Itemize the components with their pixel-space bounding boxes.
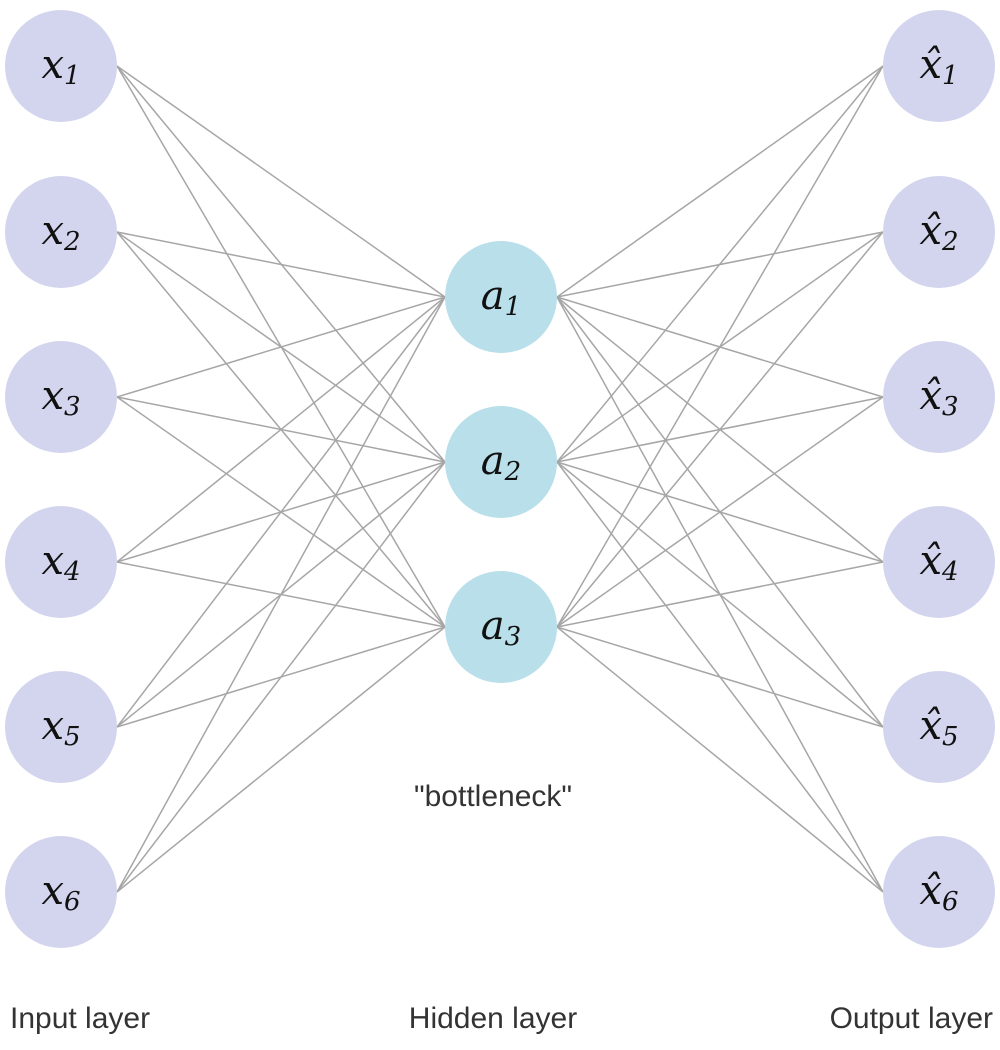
output-node-label: x̂2 <box>919 208 958 257</box>
output-node-2: x̂2 <box>883 176 995 288</box>
node-label-subscript: 4 <box>941 557 959 587</box>
output-node-5: x̂5 <box>883 671 995 783</box>
edge-hidden-1-output-1 <box>556 65 884 298</box>
connection-edges <box>116 65 884 893</box>
input-node-2: x2 <box>5 176 117 288</box>
hidden-node-3: a3 <box>445 571 557 683</box>
output-layer-caption: Output layer <box>830 1002 993 1035</box>
edge-input-6-hidden-1 <box>116 296 446 893</box>
input-layer-caption: Input layer <box>10 1002 150 1035</box>
node-label-subscript: 1 <box>505 292 522 322</box>
input-node-6: x6 <box>5 836 117 948</box>
node-label-base: x <box>41 868 64 914</box>
input-node-1: x1 <box>5 10 117 122</box>
edge-hidden-3-output-4 <box>556 561 884 628</box>
node-label-subscript: 5 <box>942 722 959 752</box>
output-node-label: x̂3 <box>919 373 958 422</box>
node-label-subscript: 6 <box>64 887 81 917</box>
output-node-label: x̂4 <box>919 538 958 587</box>
node-label-subscript: 2 <box>941 227 959 257</box>
node-label-subscript: 6 <box>942 887 959 917</box>
output-node-circle <box>883 176 995 288</box>
node-label-subscript: 5 <box>64 722 81 752</box>
edge-input-4-hidden-1 <box>116 296 446 563</box>
edge-hidden-3-output-5 <box>556 626 884 728</box>
node-label-base: a <box>481 438 505 484</box>
input-node-label: x4 <box>41 538 80 587</box>
hidden-node-circle <box>445 406 557 518</box>
output-node-6: x̂6 <box>883 836 995 948</box>
input-node-label: x6 <box>41 868 80 917</box>
edge-input-1-hidden-1 <box>116 65 446 298</box>
output-node-label: x̂6 <box>919 868 958 917</box>
node-label-subscript: 4 <box>63 557 81 587</box>
hidden-node-label: a3 <box>481 603 521 652</box>
node-label-subscript: 3 <box>942 392 959 422</box>
node-label-base: x̂ <box>919 373 942 419</box>
output-node-label: x̂5 <box>919 703 958 752</box>
output-node-3: x̂3 <box>883 341 995 453</box>
node-label-subscript: 2 <box>63 227 81 257</box>
input-node-circle <box>5 671 117 783</box>
output-node-circle <box>883 836 995 948</box>
input-node-label: x2 <box>41 208 80 257</box>
hidden-node-circle <box>445 571 557 683</box>
node-label-base: a <box>481 603 505 649</box>
node-label-subscript: 3 <box>505 622 522 652</box>
edge-hidden-3-output-1 <box>556 65 884 628</box>
node-label-base: x̂ <box>919 208 942 254</box>
input-node-5: x5 <box>5 671 117 783</box>
output-node-circle <box>883 10 995 122</box>
hidden-node-label: a2 <box>481 438 521 487</box>
node-label-base: x <box>41 703 64 749</box>
node-label-base: x̂ <box>919 42 942 88</box>
node-label-base: x <box>41 538 64 584</box>
edge-hidden-3-output-2 <box>556 231 884 628</box>
hidden-layer-caption: Hidden layer <box>409 1002 577 1035</box>
output-node-4: x̂4 <box>883 506 995 618</box>
bottleneck-label: "bottleneck" <box>414 780 572 813</box>
input-node-circle <box>5 836 117 948</box>
node-label-base: x <box>41 373 64 419</box>
input-node-circle <box>5 341 117 453</box>
input-node-circle <box>5 506 117 618</box>
edge-hidden-2-output-1 <box>556 65 884 463</box>
input-node-label: x3 <box>41 373 80 422</box>
node-label-base: x̂ <box>919 868 942 914</box>
hidden-node-label: a1 <box>481 273 521 322</box>
input-node-circle <box>5 10 117 122</box>
node-label-base: x <box>41 42 64 88</box>
output-node-label: x̂1 <box>919 42 958 91</box>
input-node-4: x4 <box>5 506 117 618</box>
edge-input-6-hidden-3 <box>116 626 446 893</box>
edge-input-3-hidden-1 <box>116 296 446 398</box>
node-label-base: x <box>41 208 64 254</box>
output-node-circle <box>883 506 995 618</box>
edge-hidden-3-output-3 <box>556 396 884 628</box>
output-node-circle <box>883 671 995 783</box>
edge-hidden-3-output-6 <box>556 626 884 893</box>
input-node-circle <box>5 176 117 288</box>
hidden-node-2: a2 <box>445 406 557 518</box>
output-node-1: x̂1 <box>883 10 995 122</box>
edge-input-5-hidden-1 <box>116 296 446 728</box>
node-label-subscript: 1 <box>64 61 81 91</box>
input-node-3: x3 <box>5 341 117 453</box>
input-node-label: x1 <box>41 42 80 91</box>
output-node-circle <box>883 341 995 453</box>
hidden-node-1: a1 <box>445 241 557 353</box>
node-label-base: a <box>481 273 505 319</box>
hidden-node-circle <box>445 241 557 353</box>
node-label-base: x̂ <box>919 703 942 749</box>
node-label-subscript: 2 <box>504 457 522 487</box>
edge-input-6-hidden-2 <box>116 461 446 893</box>
input-node-label: x5 <box>41 703 80 752</box>
edge-input-2-hidden-1 <box>116 231 446 298</box>
node-label-subscript: 3 <box>64 392 81 422</box>
node-label-subscript: 1 <box>942 61 959 91</box>
node-label-base: x̂ <box>919 538 942 584</box>
